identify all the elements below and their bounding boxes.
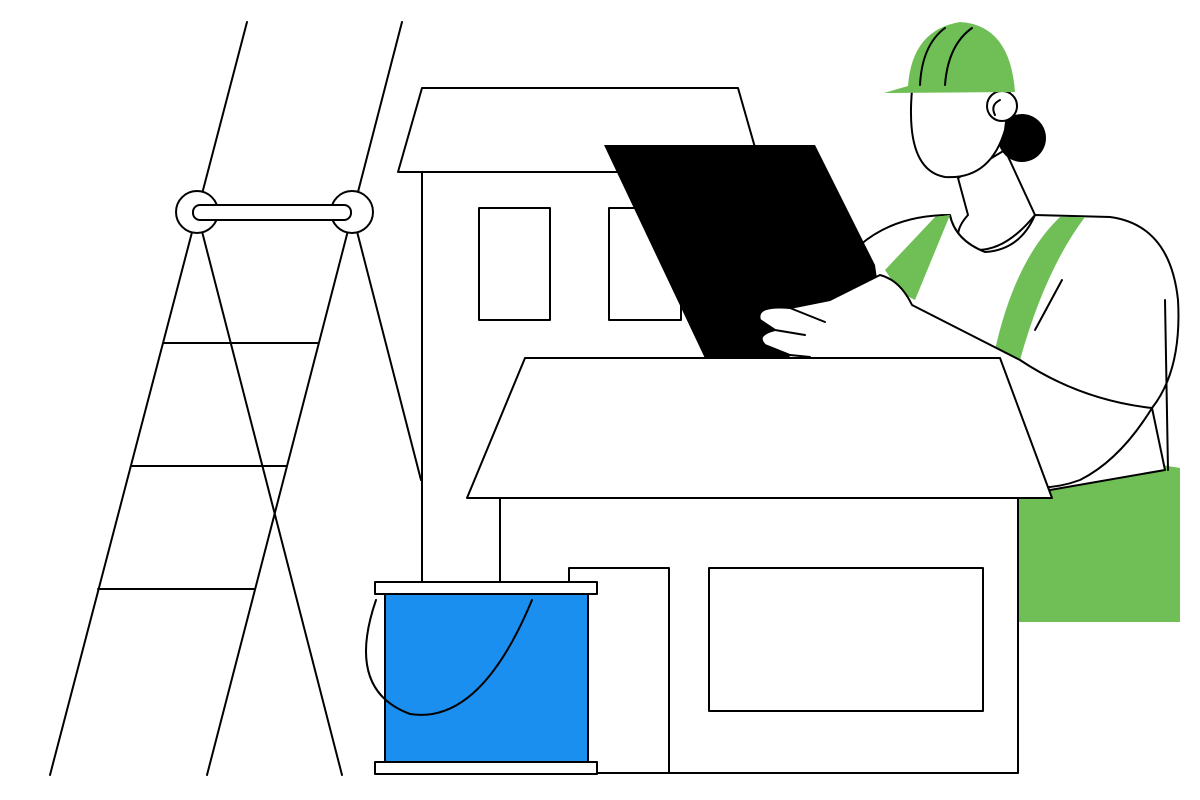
window — [708, 567, 984, 712]
window — [478, 207, 551, 321]
step-ladder — [49, 21, 422, 776]
hair-bun — [998, 114, 1046, 162]
ear — [986, 90, 1018, 122]
green-bag — [1018, 455, 1180, 622]
paint-bucket — [365, 581, 598, 775]
